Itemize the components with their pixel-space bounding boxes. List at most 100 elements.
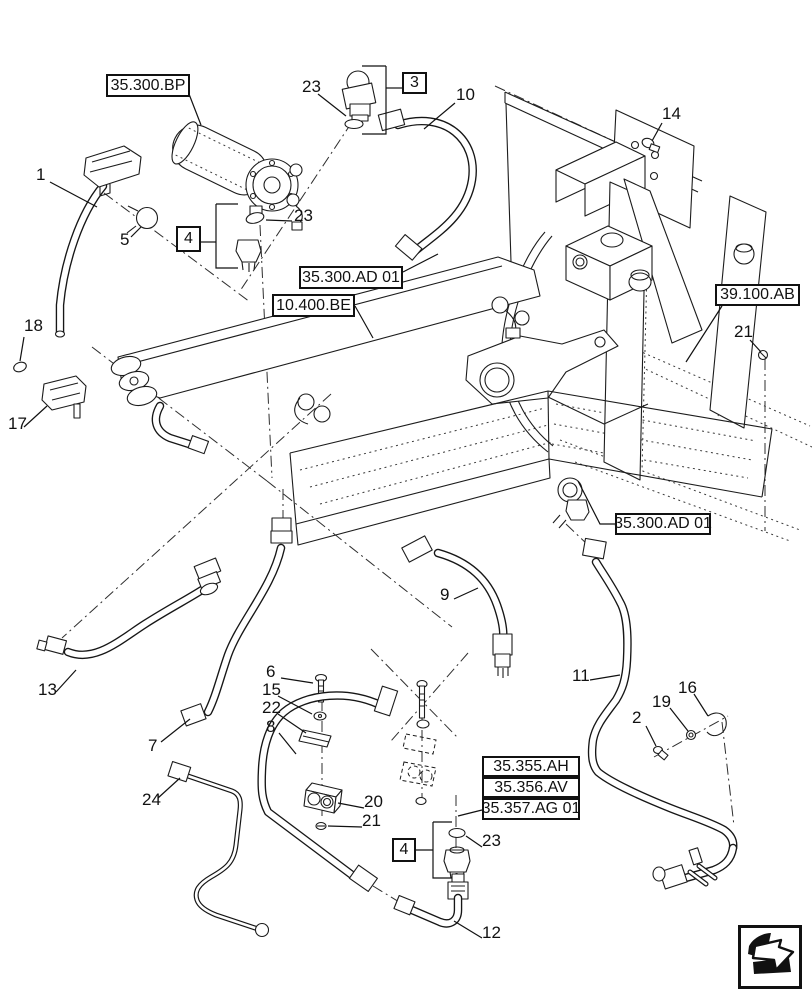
callout-11-19[interactable]: 11 [572,666,590,685]
callout-12-24[interactable]: 12 [482,923,501,942]
leader-line [157,777,181,799]
callout-13-9[interactable]: 13 [38,680,57,699]
part-20-clamp [303,782,343,814]
leader-line [651,122,663,142]
part-22-plate [298,729,332,748]
ref-box-35300ad01b[interactable]: 35.300.AD 01 [614,513,712,535]
leader-line [465,835,483,848]
leader-line [337,802,365,809]
page-continuation-icon[interactable] [738,925,802,989]
second-clamp-stack [399,679,437,806]
callout-22-13[interactable]: 22 [262,698,281,717]
leader-line [453,920,483,939]
ref-box-35357ag01[interactable]: 35.357.AG 01 [482,798,580,820]
callout-2-20[interactable]: 2 [632,708,642,727]
part-14-bolt [641,137,661,154]
callout-6-11[interactable]: 6 [266,662,276,681]
leader-line [669,707,689,732]
leader-line [457,809,483,817]
ref-box-3[interactable]: 3 [402,72,427,94]
leader-line [645,725,657,747]
leader-line [577,480,615,525]
callout-21-6[interactable]: 21 [734,322,753,341]
leader-line [589,674,621,681]
callout-9-18[interactable]: 9 [440,585,450,604]
leader-line [693,693,709,717]
part-21-nut-bottom [315,821,327,831]
ref-box-35355ah[interactable]: 35.355.AH [482,756,580,777]
ref-box-10400be[interactable]: 10.400.BE [272,294,355,317]
part-17-clamp [41,375,87,419]
part-5-clip [126,205,159,234]
chassis-frame [289,91,773,546]
ref-box-35300bp[interactable]: 35.300.BP [106,74,190,97]
filter-pump-assembly [171,121,303,231]
part-12-elbow-tube [393,873,469,928]
callout-24-17[interactable]: 24 [142,790,161,809]
callout-7-10[interactable]: 7 [148,736,158,755]
leader-line [278,732,297,755]
part-23-oring-pump [245,212,265,224]
part-19-washer [685,729,697,741]
part-6-bolt [314,673,328,703]
ref-box-4b[interactable]: 4 [392,838,416,862]
leader-line [277,713,307,734]
part-8-hose [257,685,399,892]
part-24-pipe [167,761,270,938]
callout-5-1[interactable]: 5 [120,230,130,249]
callout-17-8[interactable]: 17 [8,414,27,433]
ref-box-39100ab[interactable]: 39.100.AB [715,284,800,306]
callout-23-23[interactable]: 23 [482,831,501,850]
part-2-screw [652,745,669,761]
leader-line [685,305,723,363]
callout-8-14[interactable]: 8 [266,717,276,736]
leader-line [317,93,347,117]
part-13-tube [36,557,222,660]
ref-box-35300ad01a[interactable]: 35.300.AD 01 [299,266,403,289]
leader-line [23,405,48,428]
callout-23-3[interactable]: 23 [302,77,321,96]
leader-line [215,204,238,269]
leader-line [130,226,142,238]
part-4-plug-top [235,239,262,272]
callout-19-21[interactable]: 19 [652,692,671,711]
part-16-clip [706,712,727,737]
part-21-screw-right [757,349,769,361]
oil-cooler [110,256,541,455]
part-18-oring [13,361,27,373]
part-3-elbow-fitting [341,70,377,130]
leader-line [749,339,762,353]
ref-box-4a[interactable]: 4 [176,226,201,252]
part-7-hose [180,517,293,727]
callout-14-5[interactable]: 14 [662,104,681,123]
leader-line [362,66,387,135]
ref-box-35356av[interactable]: 35.356.AV [482,777,580,798]
leader-line [160,718,191,743]
leader-line [354,305,374,339]
callout-15-12[interactable]: 15 [262,680,281,699]
part-11-hose [582,537,738,890]
part-4-plug-bottom [443,827,471,880]
callout-1-0[interactable]: 1 [36,165,46,184]
callout-16-22[interactable]: 16 [678,678,697,697]
leader-line [19,336,25,362]
leader-line [277,695,313,715]
leader-line [55,669,77,693]
leader-line [280,677,314,684]
part-15-washer [313,711,327,721]
leader-line [402,253,439,273]
leader-line [327,825,363,828]
callout-23-2[interactable]: 23 [294,206,313,225]
part-1-hose [54,145,142,338]
callout-20-15[interactable]: 20 [364,792,383,811]
leader-line [432,822,452,879]
page-continuation-arrow-icon [748,933,795,974]
callout-21-16[interactable]: 21 [362,811,381,830]
callout-18-7[interactable]: 18 [24,316,43,335]
leader-line [265,219,293,222]
leader-line [453,587,479,600]
callout-10-4[interactable]: 10 [456,85,475,104]
